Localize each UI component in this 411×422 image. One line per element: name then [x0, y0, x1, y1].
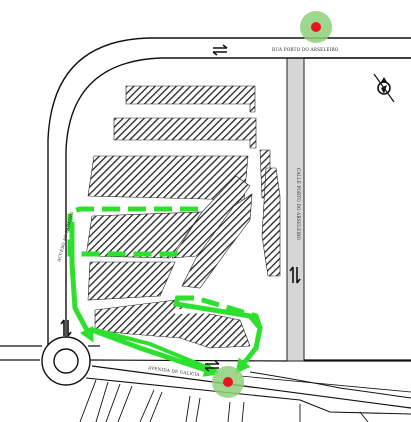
route-solid-3	[172, 295, 263, 374]
location-marker-top[interactable]	[300, 11, 332, 43]
two-way-arrow-icon	[60, 319, 72, 337]
route-dashed	[67, 206, 198, 257]
route-solid-2	[91, 327, 220, 377]
building-block-2	[113, 117, 257, 149]
building-block-1	[125, 85, 256, 113]
avenue-inner	[239, 375, 411, 393]
route-solid-4	[95, 328, 219, 374]
two-way-arrow-icon	[289, 266, 301, 284]
avenue-line-1	[91, 365, 411, 409]
building-block-10	[261, 167, 281, 277]
avenue-line-3	[85, 377, 411, 415]
street-label-vertical: CALLE PORTO DO ARSELEIRO	[296, 168, 301, 241]
building-block-7	[181, 193, 253, 289]
street-label-top: RUA PORTO DO ARSELEIRO	[272, 47, 339, 52]
road-outer-edge	[47, 37, 411, 345]
two-way-arrow-icon	[204, 360, 220, 372]
avenue-curb	[249, 371, 411, 399]
route-solid	[69, 222, 94, 343]
north-arrow-icon	[373, 73, 395, 103]
roundabout-inner	[53, 348, 79, 374]
location-marker-bottom[interactable]	[212, 366, 244, 398]
building-block-4	[85, 211, 203, 259]
side-street-lines	[79, 379, 369, 422]
building-block-5	[87, 261, 176, 301]
two-way-arrow-icon	[212, 44, 228, 56]
road-inner-edge	[65, 57, 411, 340]
right-block-edge	[304, 57, 411, 361]
